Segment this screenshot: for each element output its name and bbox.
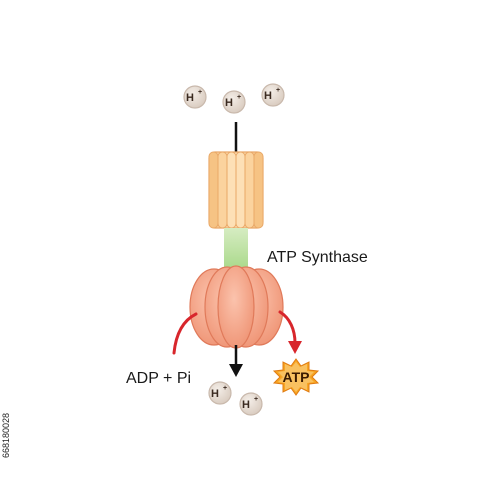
f1-head (189, 265, 284, 349)
atp-burst (272, 358, 320, 396)
svg-text:H: H (225, 97, 233, 109)
proton-exit-arrow (229, 345, 243, 377)
product-label: ATP (283, 369, 310, 385)
substrate-curve (172, 312, 198, 355)
enzyme-label: ATP Synthase (267, 249, 368, 266)
proton-ion-bottom-right: H + (239, 392, 263, 416)
svg-text:+: + (223, 385, 227, 392)
svg-text:+: + (276, 87, 280, 94)
proton-ion-bottom-left: H + (208, 381, 232, 405)
svg-text:+: + (254, 396, 258, 403)
central-stalk (224, 228, 248, 270)
svg-text:H: H (242, 399, 250, 411)
substrate-label: ADP + Pi (126, 370, 191, 387)
svg-text:H: H (186, 92, 194, 104)
proton-ion-top-left: H + (183, 85, 207, 109)
fo-ring (208, 151, 264, 229)
svg-text:+: + (237, 94, 241, 101)
side-id-text: 668180028 (1, 412, 11, 458)
proton-ion-top-center: H + (222, 90, 246, 114)
proton-ion-top-right: H + (261, 83, 285, 107)
svg-text:H: H (211, 388, 219, 400)
product-arrow (278, 310, 302, 354)
svg-text:+: + (198, 89, 202, 96)
svg-text:H: H (264, 90, 272, 102)
